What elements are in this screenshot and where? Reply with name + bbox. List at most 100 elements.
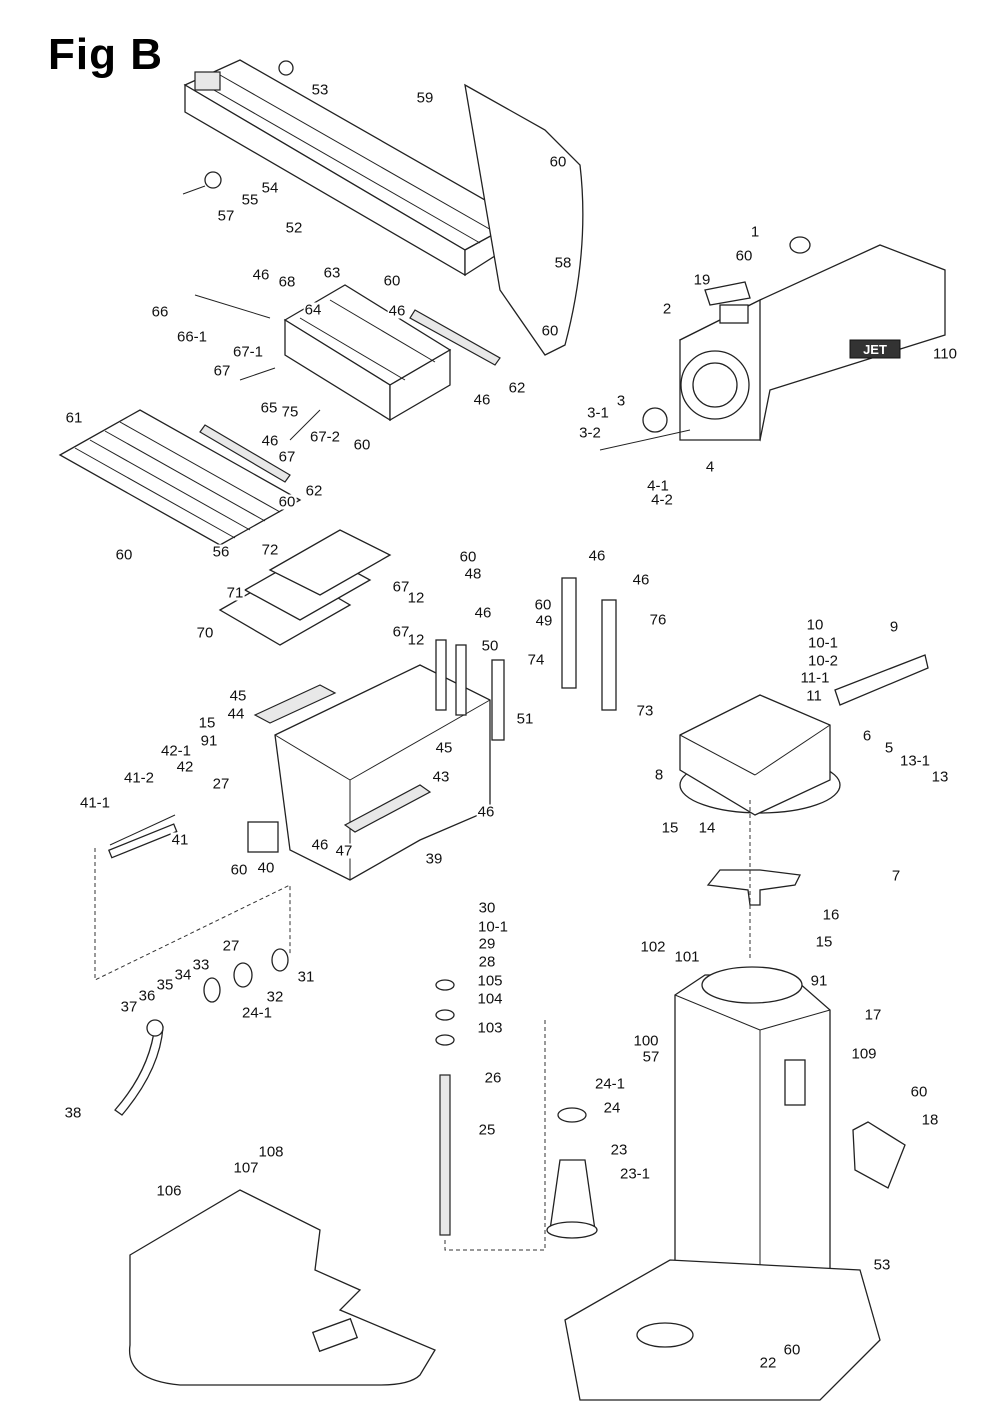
part-number-label: 12 xyxy=(406,589,426,607)
table-part xyxy=(182,59,535,277)
part-number-label: 22 xyxy=(758,1354,778,1372)
part-number-label: 13-1 xyxy=(898,752,932,770)
part-number-label: 60 xyxy=(458,548,478,566)
part-number-label: 65 xyxy=(259,399,279,417)
part-number-label: 42-1 xyxy=(159,742,193,760)
part-number-label: 9 xyxy=(888,618,900,636)
part-number-label: 17 xyxy=(863,1006,883,1024)
part-number-label: 13 xyxy=(930,768,950,786)
part-number-label: 46 xyxy=(631,571,651,589)
part-number-label: 2 xyxy=(661,300,673,318)
part-number-label: 48 xyxy=(463,565,483,583)
part-number-label: 51 xyxy=(515,710,535,728)
part-number-label: 37 xyxy=(119,998,139,1016)
knee-part xyxy=(218,529,617,881)
part-number-label: 60 xyxy=(909,1083,929,1101)
part-number-label: 70 xyxy=(195,624,215,642)
part-number-label: 6 xyxy=(861,727,873,745)
part-number-label: 106 xyxy=(155,1182,183,1200)
figure-title: Fig B xyxy=(48,30,163,79)
part-number-label: 45 xyxy=(228,687,248,705)
part-number-label: 24-1 xyxy=(240,1004,274,1022)
part-number-label: 43 xyxy=(431,768,451,786)
part-number-label: 26 xyxy=(483,1069,503,1087)
part-number-label: 46 xyxy=(310,836,330,854)
part-number-label: 67 xyxy=(212,362,232,380)
part-number-label: 11-1 xyxy=(799,669,831,687)
part-number-label: 39 xyxy=(424,850,444,868)
part-number-label: 4 xyxy=(704,458,716,476)
part-number-label: 110 xyxy=(932,345,958,363)
part-number-label: 24-1 xyxy=(593,1075,627,1093)
part-number-label: 76 xyxy=(648,611,668,629)
part-number-label: 35 xyxy=(155,976,175,994)
part-number-label: 1 xyxy=(749,223,761,241)
part-number-label: 60 xyxy=(548,153,568,171)
part-number-label: 11 xyxy=(805,687,823,705)
leadscrew-part xyxy=(435,979,598,1251)
part-number-label: 46 xyxy=(251,266,271,284)
part-number-label: 56 xyxy=(211,543,231,561)
part-number-label: 60 xyxy=(782,1341,802,1359)
part-number-label: 15 xyxy=(660,819,680,837)
part-number-label: 50 xyxy=(480,637,500,655)
part-number-label: 55 xyxy=(240,191,260,209)
part-number-label: 7 xyxy=(890,867,902,885)
part-number-label: 41-2 xyxy=(122,769,156,787)
part-number-label: 60 xyxy=(382,272,402,290)
part-number-label: 103 xyxy=(476,1019,504,1037)
part-number-label: 46 xyxy=(260,432,280,450)
part-number-label: 47 xyxy=(334,842,354,860)
part-number-label: 60 xyxy=(540,322,560,340)
part-number-label: 67 xyxy=(391,578,411,596)
part-number-label: 23-1 xyxy=(618,1165,652,1183)
part-number-label: 60 xyxy=(229,861,249,879)
part-number-label: 27 xyxy=(221,937,241,955)
part-number-label: 10-2 xyxy=(806,652,840,670)
part-number-label: 29 xyxy=(477,935,497,953)
part-number-label: 52 xyxy=(284,219,304,237)
part-number-label: 102 xyxy=(639,938,667,956)
part-number-label: 36 xyxy=(137,987,157,1005)
part-number-label: 73 xyxy=(635,702,655,720)
head-part: JET xyxy=(599,236,946,451)
part-number-label: 31 xyxy=(296,968,316,986)
part-number-label: 67-2 xyxy=(308,428,342,446)
part-number-label: 4-2 xyxy=(650,491,674,509)
part-number-label: 46 xyxy=(476,803,496,821)
part-number-label: 57 xyxy=(216,207,236,225)
part-number-label: 61 xyxy=(64,409,84,427)
part-number-label: 45 xyxy=(434,739,454,757)
part-number-label: 59 xyxy=(415,89,435,107)
part-number-label: 60 xyxy=(734,247,754,265)
part-number-label: 66 xyxy=(150,303,170,321)
part-number-label: 38 xyxy=(63,1104,83,1122)
part-number-label: 46 xyxy=(587,547,607,565)
part-number-label: 27 xyxy=(211,775,231,793)
part-number-label: 100 xyxy=(632,1032,660,1050)
part-number-label: 57 xyxy=(641,1048,661,1066)
part-number-label: 68 xyxy=(277,273,297,291)
part-number-label: 67 xyxy=(277,448,297,466)
part-number-label: 63 xyxy=(322,264,342,282)
part-number-label: 32 xyxy=(265,988,285,1006)
part-number-label: 91 xyxy=(199,732,219,750)
part-number-label: 4-1 xyxy=(646,477,670,495)
part-number-label: 28 xyxy=(477,953,497,971)
part-number-label: 46 xyxy=(387,302,407,320)
part-number-label: 105 xyxy=(476,972,504,990)
part-number-label: 62 xyxy=(304,482,324,500)
part-number-label: 72 xyxy=(260,541,280,559)
saddle-part xyxy=(194,284,501,483)
part-number-label: 41 xyxy=(170,831,190,849)
part-number-label: 64 xyxy=(303,301,323,319)
part-number-label: 42 xyxy=(175,758,195,776)
part-number-label: 23 xyxy=(609,1141,629,1159)
part-number-label: 54 xyxy=(260,179,280,197)
part-number-label: 46 xyxy=(473,604,493,622)
part-number-label: 53 xyxy=(872,1256,892,1274)
part-number-label: 14 xyxy=(697,819,717,837)
part-number-label: 10 xyxy=(805,616,825,634)
